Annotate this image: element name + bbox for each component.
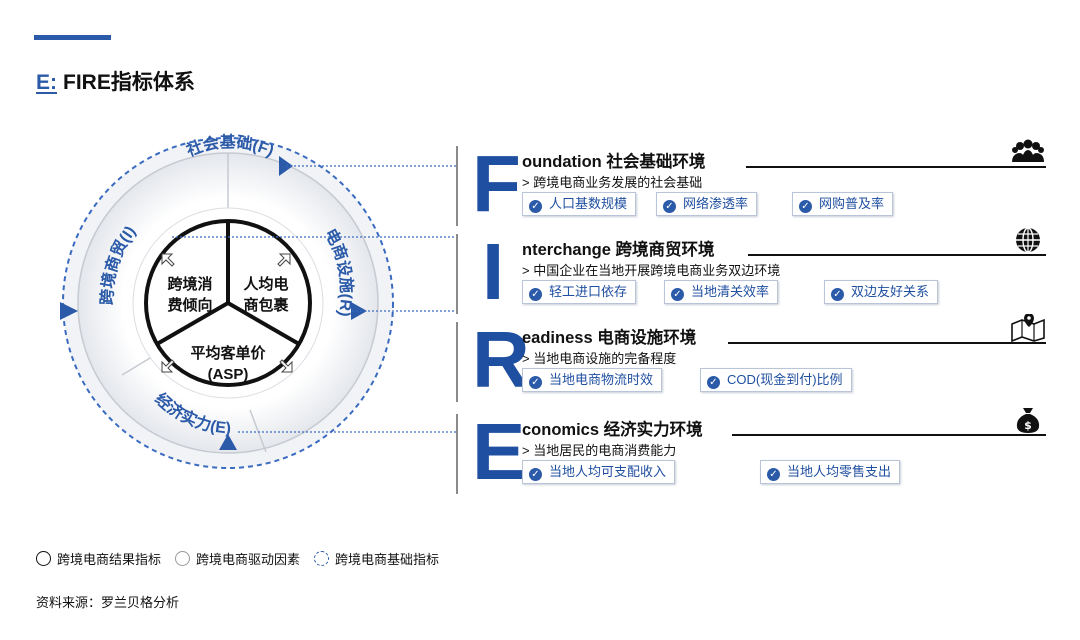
- row-letter: R: [472, 315, 530, 404]
- row-divider: [456, 414, 458, 494]
- ring-divider: [249, 409, 267, 453]
- row-letter: F: [472, 139, 521, 228]
- row-rule: [728, 342, 1046, 344]
- row-rule: [732, 434, 1046, 436]
- legend-foundation: 跨境电商基础指标: [314, 549, 439, 568]
- row-subtitle: > 当地居民的电商消费能力: [522, 443, 677, 458]
- row-rule: [748, 254, 1046, 256]
- tag-item: ✓当地清关效率: [664, 280, 779, 304]
- tag-item: ✓当地人均可支配收入: [522, 460, 676, 484]
- row-economics: E conomics 经济实力环境 > 当地居民的电商消费能力 $ ✓当地人均可…: [456, 407, 1046, 496]
- row-heading: eadiness 电商设施环境: [522, 329, 697, 347]
- inner-label-2: 平均客单价(ASP): [190, 344, 266, 383]
- map-pin-icon: [1011, 314, 1045, 342]
- tag-item: ✓网络渗透率: [656, 192, 758, 216]
- triangle-marker: [351, 302, 367, 320]
- triangle-marker: [60, 302, 78, 320]
- tag-item: ✓当地人均零售支出: [760, 460, 901, 484]
- row-subtitle: > 跨境电商业务发展的社会基础: [522, 175, 703, 190]
- row-readiness: R eadiness 电商设施环境 > 当地电商设施的完备程度 ✓当地电商物流时…: [456, 314, 1046, 404]
- check-icon: ✓: [529, 288, 542, 301]
- check-icon: ✓: [707, 376, 720, 389]
- tag-item: ✓网购普及率: [792, 192, 894, 216]
- row-letter: E: [472, 407, 526, 496]
- legend: 跨境电商结果指标 跨境电商驱动因素 跨境电商基础指标: [36, 549, 453, 568]
- check-icon: ✓: [767, 468, 780, 481]
- result-divider: [155, 301, 230, 346]
- check-icon: ✓: [663, 200, 676, 213]
- row-divider: [456, 234, 458, 314]
- row-divider: [456, 322, 458, 402]
- title-text: FIRE指标体系: [63, 71, 195, 94]
- row-letter: I: [482, 227, 505, 316]
- triangle-marker: [219, 434, 237, 450]
- check-icon: ✓: [799, 200, 812, 213]
- source-note: 资料来源：罗兰贝格分析: [36, 595, 180, 610]
- row-heading: oundation 社会基础环境: [522, 153, 706, 171]
- page-title: E: FIRE指标体系: [36, 66, 195, 96]
- row-subtitle: > 中国企业在当地开展跨境电商业务双边环境: [522, 263, 781, 278]
- tag-item: ✓双边友好关系: [824, 280, 939, 304]
- check-icon: ✓: [671, 288, 684, 301]
- inner-label-1: 人均电商包裹: [243, 275, 289, 314]
- fire-wheel-diagram: 跨境消费倾向 人均电商包裹 平均客单价(ASP) 社会基础(F) 跨境商贸(I)…: [60, 132, 456, 469]
- light-circle-icon: [175, 551, 191, 566]
- row-heading: nterchange 跨境商贸环境: [522, 241, 715, 259]
- globe-icon: [1016, 227, 1040, 253]
- row-interchange: I nterchange 跨境商贸环境 > 中国企业在当地开展跨境电商业务双边环…: [456, 227, 1046, 316]
- arrow-icon: [161, 253, 175, 267]
- check-icon: ✓: [831, 288, 844, 301]
- tag-item: ✓人口基数规模: [522, 192, 637, 216]
- tag-item: ✓当地电商物流时效: [522, 368, 663, 392]
- check-icon: ✓: [529, 376, 542, 389]
- arrow-icon: [161, 359, 175, 373]
- row-heading: conomics 经济实力环境: [522, 421, 703, 439]
- result-divider: [226, 301, 301, 346]
- check-icon: ✓: [529, 468, 542, 481]
- check-icon: ✓: [529, 200, 542, 213]
- row-divider: [456, 146, 458, 226]
- money-bag-icon: $: [1016, 408, 1040, 433]
- arrow-icon: [277, 253, 291, 267]
- svg-text:$: $: [1024, 419, 1032, 432]
- tag-item: ✓轻工进口依存: [522, 280, 637, 304]
- people-group-icon: [1012, 139, 1044, 162]
- title-prefix: E:: [36, 71, 57, 94]
- row-foundation: F oundation 社会基础环境 > 跨境电商业务发展的社会基础 ✓人口基数…: [456, 139, 1046, 228]
- solid-circle-icon: [36, 551, 51, 566]
- row-subtitle: > 当地电商设施的完备程度: [522, 351, 677, 366]
- inner-label-0: 跨境消费倾向: [167, 275, 212, 314]
- legend-result: 跨境电商结果指标: [36, 549, 161, 568]
- row-rule: [746, 166, 1046, 168]
- dashed-circle-icon: [314, 551, 330, 566]
- arrow-icon: [279, 359, 293, 373]
- top-accent-bar: [34, 35, 111, 40]
- legend-driver: 跨境电商驱动因素: [175, 549, 300, 568]
- tag-item: ✓COD(现金到付)比例: [700, 368, 852, 392]
